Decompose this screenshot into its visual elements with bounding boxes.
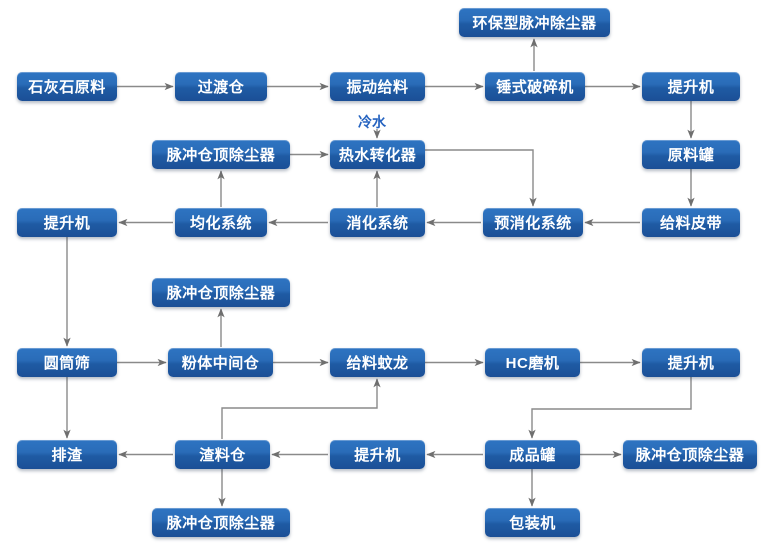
node-drum-screen[interactable]: 圆筒筛: [17, 348, 117, 377]
node-raw-material-tank[interactable]: 原料罐: [642, 140, 740, 169]
node-packaging-machine[interactable]: 包装机: [485, 508, 580, 537]
node-feeding-belt[interactable]: 给料皮带: [642, 208, 740, 237]
node-hot-water-converter[interactable]: 热水转化器: [330, 140, 425, 169]
node-pre-digestion-system[interactable]: 预消化系统: [483, 208, 583, 237]
node-elevator-row5[interactable]: 提升机: [330, 440, 425, 469]
node-vibrating-feeder[interactable]: 振动给料: [330, 72, 425, 101]
cold-water-label: 冷水: [358, 114, 386, 130]
edge-n22-n18: [221, 378, 381, 439]
node-elevator-row3[interactable]: 提升机: [17, 208, 117, 237]
edge-n13-n9: [425, 149, 537, 207]
node-elevator-row4[interactable]: 提升机: [642, 348, 740, 377]
node-elevator-row1[interactable]: 提升机: [642, 72, 740, 101]
node-transition-silo[interactable]: 过渡仓: [175, 72, 267, 101]
node-eco-pulse-dust-collector[interactable]: 环保型脉冲除尘器: [459, 8, 610, 37]
node-pulse-silo-top-dust-collector-row6[interactable]: 脉冲仓顶除尘器: [152, 508, 290, 537]
node-pulse-silo-top-dust-collector-row5[interactable]: 脉冲仓顶除尘器: [623, 440, 757, 469]
node-hc-mill[interactable]: HC磨机: [485, 348, 580, 377]
node-powder-intermediate-silo[interactable]: 粉体中间仓: [168, 348, 273, 377]
node-hammer-crusher[interactable]: 锤式破碎机: [485, 72, 585, 101]
node-screw-feeder[interactable]: 给料蚊龙: [330, 348, 425, 377]
node-digestion-system[interactable]: 消化系统: [330, 208, 425, 237]
edge-n20-n24: [528, 377, 692, 439]
node-limestone-raw-material[interactable]: 石灰石原料: [17, 72, 117, 101]
node-homogenization-system[interactable]: 均化系统: [175, 208, 267, 237]
node-pulse-silo-top-dust-collector-row2[interactable]: 脉冲仓顶除尘器: [152, 140, 290, 169]
node-slag-silo[interactable]: 渣料仓: [175, 440, 270, 469]
node-pulse-silo-top-dust-collector-row4[interactable]: 脉冲仓顶除尘器: [152, 278, 290, 307]
node-finished-product-tank[interactable]: 成品罐: [485, 440, 580, 469]
node-slag-discharge[interactable]: 排渣: [17, 440, 117, 469]
